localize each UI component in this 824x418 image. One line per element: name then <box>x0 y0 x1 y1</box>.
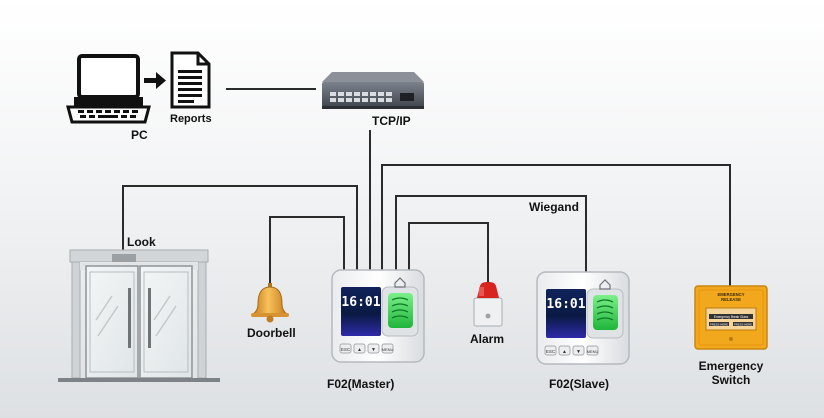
emergency-switch-icon: EMERGENCY RELEASE Emergency Break Glass … <box>694 285 768 350</box>
slave-screen-time: 16:01 <box>546 297 586 312</box>
slave-btn-esc: ESC <box>546 349 556 354</box>
emergency-header-1: EMERGENCY <box>718 292 745 297</box>
lock-line <box>122 185 358 270</box>
alarm-line <box>408 222 489 283</box>
master-label: F02(Master) <box>327 377 395 391</box>
terminal-master: ESC ▲ ▼ MENU <box>331 269 425 363</box>
pc-icon <box>66 54 151 124</box>
master-btn-up: ▲ <box>357 347 362 353</box>
master-screen-time: 16:01 <box>341 295 381 310</box>
doorbell-label: Doorbell <box>247 326 296 340</box>
emergency-label-line1: Emergency <box>698 359 764 373</box>
wiegand-label: Wiegand <box>529 200 579 214</box>
slave-btn-up: ▲ <box>562 349 567 355</box>
master-btn-down: ▼ <box>371 347 376 353</box>
emergency-line <box>381 164 731 286</box>
slave-btn-menu: MENU <box>587 349 599 354</box>
emergency-header-2: RELEASE <box>721 297 741 302</box>
slave-keypad: ESC ▲ ▼ MENU <box>544 345 599 356</box>
pc-label: PC <box>131 128 148 142</box>
wiegand-line <box>395 195 587 272</box>
reports-label: Reports <box>170 113 212 125</box>
slave-btn-down: ▼ <box>576 349 581 355</box>
arrow-right-icon <box>144 72 166 89</box>
doorbell-line <box>269 216 345 283</box>
slave-label: F02(Slave) <box>549 377 610 391</box>
emergency-press-right: PRESS HERE <box>734 322 752 326</box>
switch-icon <box>322 72 424 109</box>
emergency-bar-text: Emergency Break Glass <box>714 315 749 319</box>
tcpip-label: TCP/IP <box>372 114 411 128</box>
master-btn-esc: ESC <box>341 347 351 352</box>
master-btn-menu: MENU <box>382 347 394 352</box>
alarm-icon <box>473 282 503 327</box>
wiring <box>122 88 731 286</box>
reports-icon <box>170 51 211 109</box>
door-icon <box>58 249 220 382</box>
emergency-label-line2: Switch <box>711 373 751 387</box>
bell-icon <box>251 283 289 323</box>
master-keypad: ESC ▲ ▼ MENU <box>339 343 394 354</box>
alarm-label: Alarm <box>470 332 505 346</box>
terminal-slave: ESC ▲ ▼ MENU <box>536 271 630 365</box>
emergency-press-left: PRESS HERE <box>710 322 728 326</box>
look-label: Look <box>127 235 156 249</box>
